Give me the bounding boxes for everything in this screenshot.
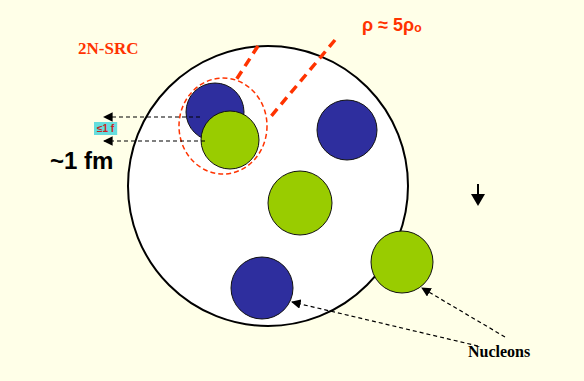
down-arrow bbox=[471, 194, 485, 206]
pointer-line bbox=[268, 40, 335, 120]
neutron bbox=[371, 231, 433, 293]
pointer-line bbox=[236, 46, 258, 80]
leader-line bbox=[422, 288, 505, 337]
dimension-label: ~1 fm bbox=[50, 148, 113, 174]
density-label: ρ ≈ 5ρₒ bbox=[362, 16, 422, 36]
size-tag-text: ≤1 f bbox=[97, 123, 114, 134]
src-pair-outline bbox=[179, 78, 267, 174]
size-tag bbox=[94, 122, 117, 135]
size-arrow bbox=[104, 140, 205, 141]
proton bbox=[317, 100, 377, 160]
neutron bbox=[268, 171, 332, 235]
nucleus-outline bbox=[128, 46, 408, 326]
proton bbox=[231, 257, 293, 319]
leader-line bbox=[292, 302, 478, 346]
group-label: 2N-SRC bbox=[78, 40, 138, 59]
part-label: Nucleons bbox=[468, 343, 530, 361]
neutron bbox=[201, 111, 259, 169]
size-arrow bbox=[104, 116, 200, 117]
